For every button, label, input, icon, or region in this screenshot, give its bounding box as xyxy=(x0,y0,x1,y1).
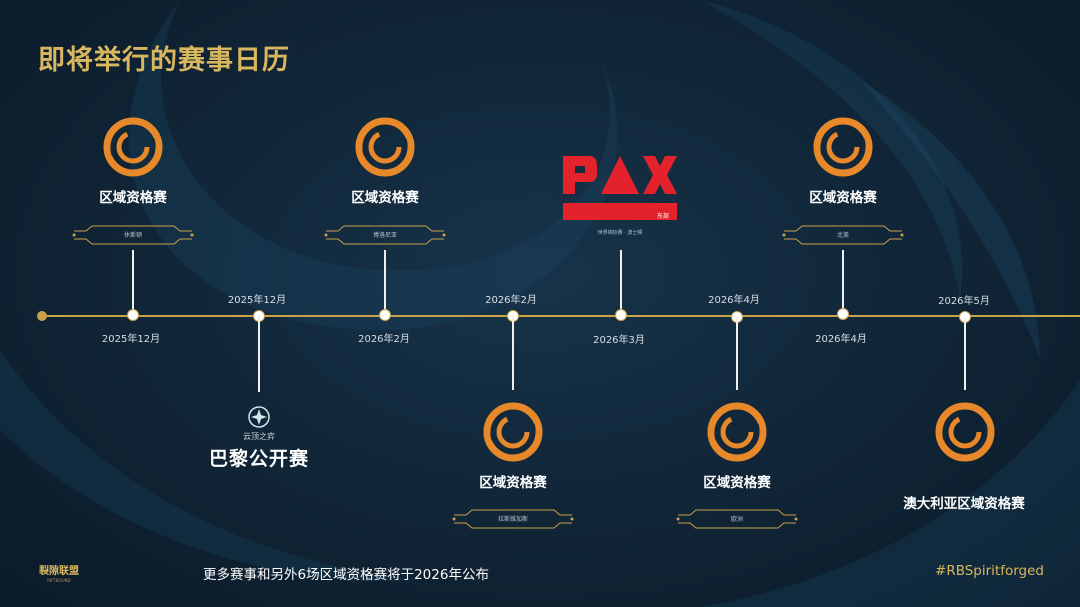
page-title: 即将举行的赛事日历 xyxy=(38,45,290,76)
swirl-logo-icon xyxy=(813,117,873,177)
swirl-logo-icon xyxy=(355,117,415,177)
region-label: 休斯顿 xyxy=(123,232,142,239)
region-label: 欧洲 xyxy=(730,516,743,523)
event-label: 区域资格赛 xyxy=(351,190,419,206)
pax-logo-icon xyxy=(563,156,677,220)
brand-subtitle: RIFTBOUND xyxy=(47,578,71,583)
region-plaque xyxy=(676,509,798,529)
tft-emblem-icon xyxy=(248,406,270,428)
event-date: 2025年12月 xyxy=(227,295,287,306)
region-plaque xyxy=(72,225,194,245)
region-label: 北美 xyxy=(836,232,849,239)
event-label: 巴黎公开赛 xyxy=(208,448,310,470)
swirl-logo-icon xyxy=(103,117,163,177)
brand-name: 裂隙联盟 xyxy=(39,566,79,577)
region-plaque xyxy=(324,225,446,245)
region-label: 拉斯维加斯 xyxy=(497,516,528,523)
timeline-stem xyxy=(132,250,134,315)
brand-logo: 裂隙联盟 RIFTBOUND xyxy=(36,562,82,583)
region-plaque xyxy=(452,509,574,529)
footer-note: 更多赛事和另外6场区域资格赛将于2026年公布 xyxy=(203,567,489,583)
event-label: 区域资格赛 xyxy=(99,190,167,206)
event-date: 2026年4月 xyxy=(815,334,867,345)
region-label: 博洛尼亚 xyxy=(372,232,397,239)
pax-sublabel: 世界锦标赛 · 波士顿 xyxy=(597,230,643,236)
event-date: 2026年5月 xyxy=(938,296,990,307)
event-date: 2026年3月 xyxy=(593,335,645,346)
event-date: 2026年2月 xyxy=(358,334,410,345)
swirl-logo-icon xyxy=(707,402,767,462)
timeline-stem xyxy=(736,317,738,390)
timeline-node xyxy=(379,309,391,321)
event-label: 区域资格赛 xyxy=(479,475,547,491)
timeline-stem xyxy=(842,250,844,314)
timeline-stem xyxy=(258,316,260,392)
event-date: 2026年4月 xyxy=(708,295,760,306)
timeline-node xyxy=(615,309,627,321)
hashtag: #RBSpiritforged xyxy=(935,563,1044,579)
pax-badge: 东部 xyxy=(657,213,670,220)
timeline-stem xyxy=(512,316,514,390)
region-plaque xyxy=(782,225,904,245)
event-label: 澳大利亚区域资格赛 xyxy=(903,496,1025,512)
timeline-stem xyxy=(620,250,622,315)
swirl-logo-icon xyxy=(483,402,543,462)
event-label: 区域资格赛 xyxy=(703,475,771,491)
event-label: 区域资格赛 xyxy=(809,190,877,206)
event-sublabel: 云顶之弈 xyxy=(243,432,275,441)
event-date: 2025年12月 xyxy=(101,334,161,345)
timeline-node xyxy=(837,308,849,320)
timeline-line xyxy=(42,315,1080,317)
timeline-node xyxy=(127,309,139,321)
swirl-logo-icon xyxy=(935,402,995,462)
timeline-start-dot xyxy=(37,311,47,321)
event-date: 2026年2月 xyxy=(485,295,537,306)
timeline-stem xyxy=(964,317,966,390)
timeline-stem xyxy=(384,250,386,315)
